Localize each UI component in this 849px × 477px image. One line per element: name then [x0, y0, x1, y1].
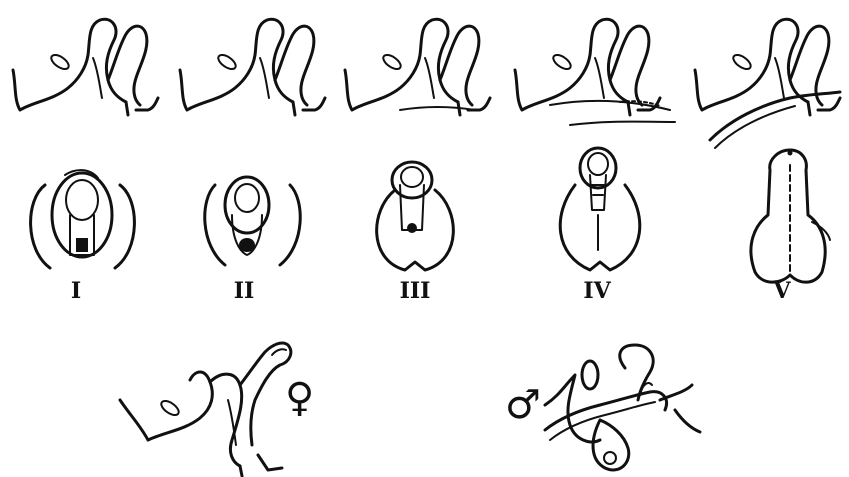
stage-label-1: I: [46, 278, 106, 304]
female-symbol: ♀: [285, 378, 314, 418]
male-symbol: ♂: [505, 385, 541, 425]
sagittal-stage-5: [695, 19, 840, 148]
male-sagittal-section: [545, 345, 700, 470]
female-sagittal-section: [120, 343, 291, 476]
stage-label-5: V: [752, 278, 812, 304]
stage-label-3: III: [385, 278, 445, 304]
external-stage-1: [31, 170, 135, 268]
sagittal-stage-3: [345, 19, 490, 115]
stage-label-2: II: [214, 278, 274, 304]
external-stage-3: [377, 162, 454, 270]
sagittal-stage-1: [13, 19, 158, 115]
sagittal-stage-4: [515, 19, 675, 125]
external-stage-4: [560, 148, 640, 270]
external-stage-2: [205, 177, 300, 265]
external-stage-5: [751, 150, 830, 282]
sagittal-stage-2: [180, 19, 325, 115]
stage-label-4: IV: [567, 278, 627, 304]
